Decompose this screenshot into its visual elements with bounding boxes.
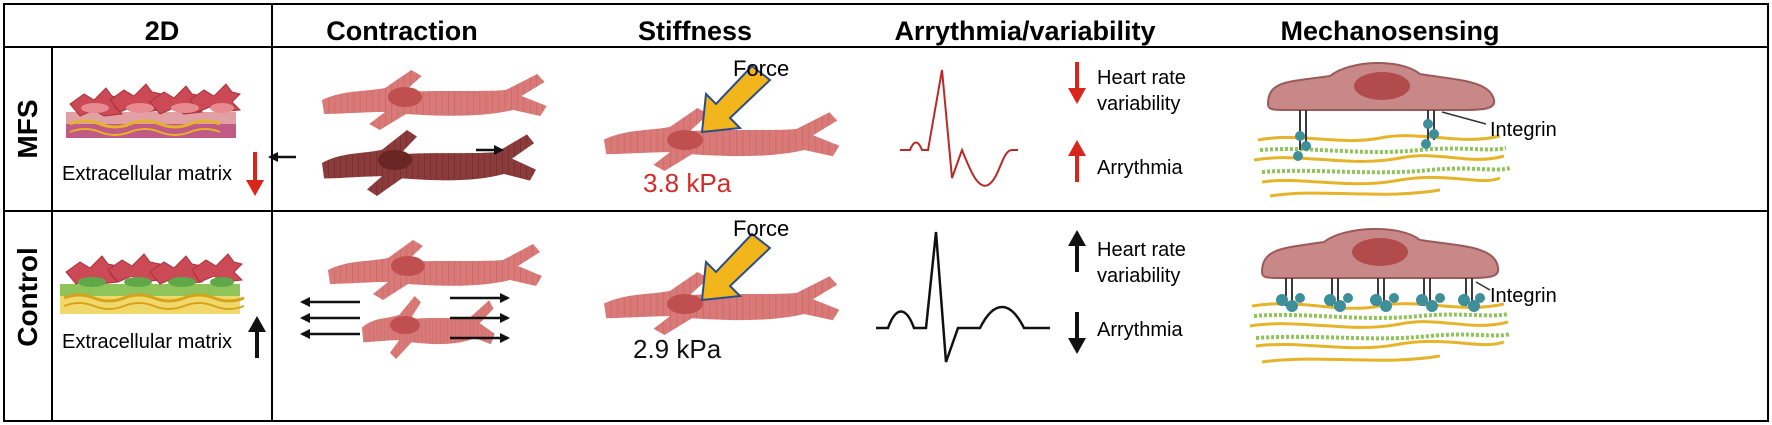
mfs-hrv-label-line2: variability — [1097, 93, 1181, 115]
hrv-decrease-arrow — [1068, 62, 1086, 104]
arrhythmia-decrease-arrow — [1068, 312, 1086, 354]
mfs-hrv-label-line1: Heart rate — [1097, 67, 1186, 89]
header-stiffness: Stiffness — [637, 16, 753, 46]
hrv-increase-arrow — [1068, 230, 1086, 272]
table-grid — [3, 3, 1769, 422]
control-force-label: Force — [733, 216, 790, 241]
mfs-ecg-trace — [900, 69, 1018, 187]
mfs-integrin-label: Integrin — [1490, 119, 1557, 141]
control-integrin-label: Integrin — [1490, 285, 1557, 307]
control-force-arrow-icon — [700, 232, 772, 302]
header-contraction: Contraction — [326, 16, 478, 46]
mfs-mechanosensing-illustration — [1253, 61, 1511, 198]
mfs-stiffness-cell — [604, 108, 840, 171]
control-2d-tissue-illustration — [60, 253, 245, 314]
mfs-stiffness-value: 3.8 kPa — [643, 168, 732, 198]
ecm-decrease-arrow — [246, 152, 264, 196]
control-contraction-cells — [300, 240, 542, 359]
header-mechanosensing: Mechanosensing — [1280, 16, 1500, 46]
arrhythmia-increase-arrow — [1068, 140, 1086, 182]
control-arrhythmia-label: Arrythmia — [1097, 319, 1183, 341]
control-hrv-label-line1: Heart rate — [1097, 239, 1186, 261]
control-stiffness-cell — [604, 272, 840, 335]
mfs-ecm-label: Extracellular matrix — [62, 163, 233, 185]
mfs-arrhythmia-label: Arrythmia — [1097, 157, 1183, 179]
mfs-force-arrow-icon — [700, 64, 772, 134]
row-label-control: Control — [12, 247, 43, 347]
control-ecm-label: Extracellular matrix — [62, 331, 233, 353]
control-mechanosensing-illustration — [1249, 227, 1511, 364]
control-hrv-label-line2: variability — [1097, 265, 1181, 287]
control-ecg-trace — [876, 231, 1050, 363]
ecm-increase-arrow — [248, 316, 266, 358]
mfs-force-label: Force — [733, 56, 790, 81]
mfs-contraction-cells — [268, 70, 547, 196]
header-2d: 2D — [144, 16, 180, 46]
control-stiffness-value: 2.9 kPa — [633, 334, 722, 364]
mfs-2d-tissue-illustration — [66, 83, 242, 138]
row-label-mfs: MFS — [12, 99, 43, 159]
header-arrhythmia: Arrythmia/variability — [894, 16, 1156, 46]
